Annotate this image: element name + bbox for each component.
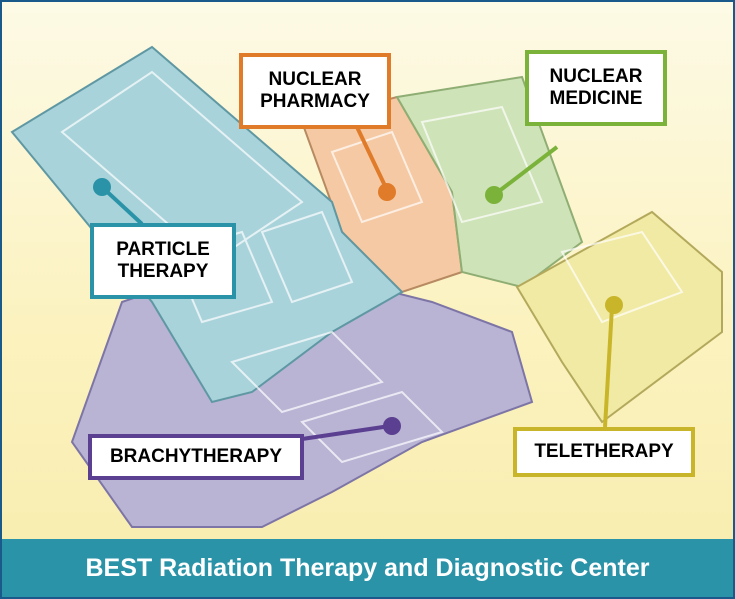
nuclear-medicine-label: NUCLEAR MEDICINE [525,50,667,126]
nuclear-pharmacy-leader [355,126,389,191]
particle-therapy-dot [93,178,111,196]
page-title: BEST Radiation Therapy and Diagnostic Ce… [2,539,733,597]
particle-therapy-label: PARTICLE THERAPY [90,223,236,299]
brachytherapy-dot [383,417,401,435]
nuclear-medicine-dot [485,186,503,204]
teletherapy-dot [605,296,623,314]
nuclear-medicine-leader [492,145,559,197]
particle-therapy-leader [100,185,144,226]
nuclear-pharmacy-label: NUCLEAR PHARMACY [239,53,391,129]
nuclear-pharmacy-dot [378,183,396,201]
brachytherapy-leader [301,424,391,441]
teletherapy-label: TELETHERAPY [513,427,695,477]
brachytherapy-label: BRACHYTHERAPY [88,434,304,480]
teletherapy-leader [603,306,614,428]
